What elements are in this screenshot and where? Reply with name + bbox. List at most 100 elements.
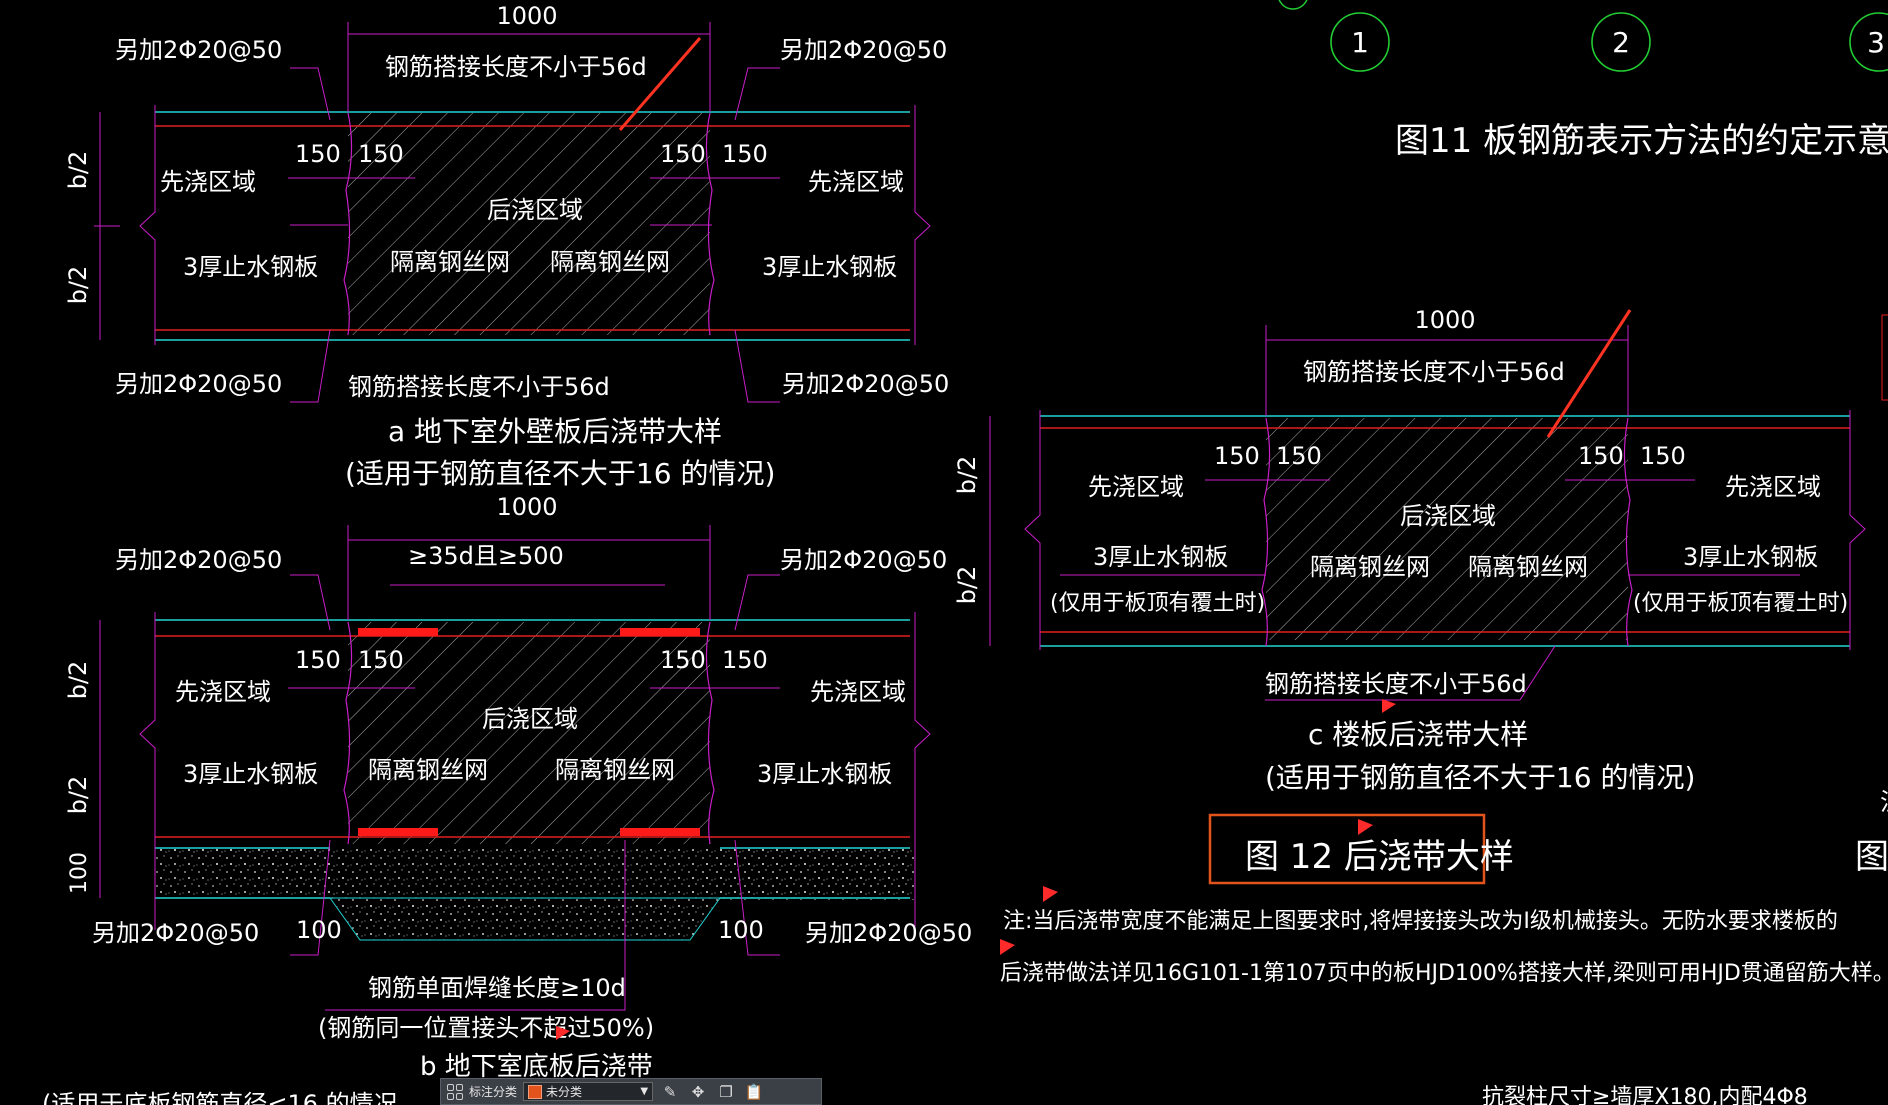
detail-a-subtitle: (适用于钢筋直径不大于16 的情况)	[345, 457, 775, 490]
mesh-right: 隔离钢丝网	[555, 756, 675, 784]
extra-rebar-tl: 另加2Φ20@50	[115, 36, 282, 64]
axis-bubble	[1849, 12, 1888, 72]
dim-100-vertical: 100	[67, 852, 92, 894]
weld-bar	[620, 628, 700, 636]
figure-11-partial: 1 2 3 图11 板钢筋表示方法的约定示意图	[1278, 0, 1888, 401]
plate-left: 3厚止水钢板	[183, 253, 318, 281]
figure-12-block: 图 12 后浇带大样 注:当后浇带宽度不能满足上图要求时,将焊接接头改为I级机械…	[1000, 788, 1888, 1105]
post-pour-label: 后浇区域	[482, 705, 578, 733]
pre-pour-left: 先浇区域	[1088, 473, 1184, 501]
category-value: 未分类	[546, 1085, 583, 1099]
extra-rebar-tl: 另加2Φ20@50	[115, 546, 282, 574]
detail-b-title: b 地下室底板后浇带	[420, 1052, 653, 1082]
dim-150: 150	[1214, 442, 1260, 470]
extra-rebar-br: 另加2Φ20@50	[805, 919, 972, 947]
plate-note-right: (仅用于板顶有覆土时)	[1633, 591, 1848, 616]
plate-left: 3厚止水钢板	[183, 760, 318, 788]
dim-150: 150	[358, 140, 404, 168]
pointer-arrow	[1546, 309, 1632, 438]
bottom-right-note: 抗裂柱尺寸≥墙厚X180,内配4Φ8	[1482, 1085, 1808, 1105]
axis-label-2: 2	[1612, 26, 1630, 59]
lap-length-bottom: 钢筋搭接长度不小于56d	[1265, 670, 1527, 698]
flag-marker	[1358, 819, 1373, 835]
plate-note-left: (仅用于板顶有覆土时)	[1050, 591, 1265, 616]
axis-bubble	[1591, 12, 1651, 72]
dim-150: 150	[722, 140, 768, 168]
joint-note: (钢筋同一位置接头不超过50%)	[318, 1014, 654, 1042]
plate-right: 3厚止水钢板	[757, 760, 892, 788]
dim-150: 150	[1276, 442, 1322, 470]
chevron-down-icon: ▼	[640, 1086, 649, 1097]
weld-bar	[358, 628, 438, 636]
detail-c-title: c 楼板后浇带大样	[1308, 718, 1528, 751]
dim-150: 150	[1640, 442, 1686, 470]
dim-half-top: b/2	[953, 456, 981, 495]
dim-150: 150	[660, 646, 706, 674]
figure-12-frame	[1208, 813, 1486, 885]
extra-rebar-br: 另加2Φ20@50	[782, 370, 949, 398]
dim-100-left: 100	[296, 916, 342, 944]
detail-a: 1000 钢筋搭接长度不小于56d 另加2Φ20@50 另加2Φ20@50 15…	[64, 2, 949, 490]
flag-marker	[1000, 939, 1015, 955]
pre-pour-left: 先浇区域	[160, 168, 256, 196]
note-line-2: 后浇带做法详见16G101-1第107页中的板HJD100%搭接大样,梁则可用H…	[1000, 961, 1888, 986]
dim-half-bottom: b/2	[953, 566, 981, 605]
figure-11-title: 图11 板钢筋表示方法的约定示意图	[1395, 121, 1888, 161]
pre-pour-right: 先浇区域	[1725, 473, 1821, 501]
dim-150: 150	[722, 646, 768, 674]
dim-half-bottom: b/2	[64, 266, 92, 305]
pre-pour-right: 先浇区域	[810, 678, 906, 706]
dim-1000: 1000	[496, 2, 557, 30]
post-pour-label: 后浇区域	[1400, 502, 1496, 530]
lap-length-top: 钢筋搭接长度不小于56d	[1303, 358, 1565, 386]
grid-icon[interactable]	[447, 1083, 463, 1100]
extra-rebar-tr: 另加2Φ20@50	[780, 36, 947, 64]
flag-marker	[556, 1026, 570, 1040]
post-pour-zone-hatch	[348, 622, 710, 844]
dim-1000: 1000	[496, 493, 557, 521]
copy-icon[interactable]: ❐	[719, 1082, 733, 1101]
figure-12-title: 图 12 后浇带大样	[1245, 837, 1514, 877]
category-select[interactable]: 未分类 ▼	[523, 1082, 654, 1101]
weld-length: ≥35d且≥500	[408, 542, 564, 570]
post-pour-label: 后浇区域	[487, 196, 583, 224]
post-pour-zone-hatch	[1266, 418, 1628, 640]
detail-b: 1000 ≥35d且≥500 另加2Φ20@50 另加2Φ20@50 150 1…	[42, 493, 972, 1105]
mesh-left: 隔离钢丝网	[1310, 553, 1430, 581]
plate-left: 3厚止水钢板	[1093, 543, 1228, 571]
extra-rebar-tr: 另加2Φ20@50	[780, 546, 947, 574]
detail-a-title: a 地下室外壁板后浇带大样	[388, 415, 722, 448]
dim-half-top: b/2	[64, 151, 92, 190]
weld-note: 钢筋单面焊缝长度≥10d	[368, 974, 626, 1002]
move-icon[interactable]: ✥	[691, 1082, 705, 1101]
mesh-left: 隔离钢丝网	[390, 248, 510, 276]
pre-pour-left: 先浇区域	[175, 678, 271, 706]
mesh-right: 隔离钢丝网	[550, 248, 670, 276]
edge-figure-label: 图1	[1855, 837, 1888, 877]
note-line-1: 注:当后浇带宽度不能满足上图要求时,将焊接接头改为I级机械接头。无防水要求楼板的	[1003, 909, 1838, 934]
pre-pour-right: 先浇区域	[808, 168, 904, 196]
paste-icon[interactable]: 📋	[744, 1082, 764, 1101]
plate-right: 3厚止水钢板	[1683, 543, 1818, 571]
post-pour-zone-hatch	[348, 113, 710, 335]
edge-note-label: 注	[1880, 788, 1888, 816]
dim-1000: 1000	[1414, 306, 1475, 334]
lap-length-top: 钢筋搭接长度不小于56d	[385, 53, 647, 81]
pointer-arrow	[618, 37, 702, 131]
plate-right: 3厚止水钢板	[762, 253, 897, 281]
edit-icon[interactable]: ✎	[663, 1082, 677, 1101]
dim-150: 150	[660, 140, 706, 168]
mesh-left: 隔离钢丝网	[368, 756, 488, 784]
lap-length-bottom: 钢筋搭接长度不小于56d	[348, 373, 610, 401]
extra-rebar-bl: 另加2Φ20@50	[115, 370, 282, 398]
category-color-swatch	[528, 1084, 543, 1099]
detail-c-subtitle: (适用于钢筋直径不大于16 的情况)	[1265, 761, 1695, 794]
weld-bar	[358, 828, 438, 836]
flag-marker	[1382, 699, 1396, 713]
flag-marker	[1043, 886, 1058, 902]
detail-b-subtitle: (适用于底板钢筋直径<16 的情况	[42, 1090, 398, 1105]
dim-100-right: 100	[718, 916, 764, 944]
axis-label-1: 1	[1351, 26, 1369, 59]
dim-150: 150	[295, 140, 341, 168]
